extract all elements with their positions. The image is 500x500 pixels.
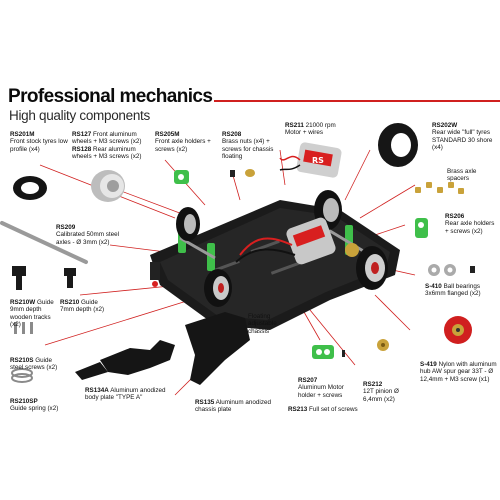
guide-screw-parts bbox=[14, 322, 33, 334]
chassis-plate-part bbox=[185, 312, 250, 385]
label-rs208: RS208 Brass nuts (x4) + screws for chass… bbox=[222, 131, 274, 160]
label-rs207: RS207 Aluminum Motor holder + screws bbox=[298, 377, 344, 399]
brass-nut-parts bbox=[230, 169, 255, 177]
rear-axle-holder-part bbox=[415, 218, 428, 238]
label-rs210: RS210 Guide 7mm depth (x2) bbox=[60, 299, 105, 314]
guide-parts bbox=[12, 266, 76, 290]
label-s410: S-410 Ball bearings 3x6mm flanged (x2) bbox=[425, 283, 481, 298]
front-axle-holder-part bbox=[174, 170, 189, 184]
label-rs213: RS213 Full set of screws bbox=[288, 406, 358, 413]
front-left-wheel bbox=[176, 207, 200, 241]
front-tyre-part bbox=[13, 176, 47, 200]
label-rs135: RS135 Aluminum anodized chassis plate bbox=[195, 399, 271, 414]
motor-holder-part bbox=[312, 345, 345, 359]
label-rs210w: RS210W Guide 9mm depth wooden tracks (x2… bbox=[10, 299, 54, 328]
front-axle bbox=[179, 236, 216, 260]
motor-on-chassis bbox=[235, 217, 359, 265]
motor-can-label: RS bbox=[312, 156, 324, 165]
brass-spacer-parts bbox=[415, 182, 464, 194]
pinion-part bbox=[377, 339, 389, 351]
label-rs206: RS206 Rear axle holders + screws (x2) bbox=[445, 213, 495, 235]
ball-bearing-parts bbox=[428, 264, 475, 276]
motor-part: RS bbox=[279, 142, 342, 178]
page-subtitle: High quality components bbox=[9, 108, 150, 123]
label-s419: S-419 Nylon with aluminum hub AW spur ge… bbox=[420, 361, 497, 383]
label-rs205m: RS205M Front axle holders + screws (x2) bbox=[155, 131, 211, 153]
label-rs210s: RS210S Guide steel screws (x2) bbox=[10, 357, 58, 372]
title-underline bbox=[214, 100, 500, 102]
label-rs210sp: RS210SP Guide spring (x2) bbox=[10, 398, 59, 413]
label-floating-chassis: Floating adjustable chassis bbox=[248, 313, 277, 335]
label-rs211: RS211 21000 rpm Motor + wires bbox=[285, 122, 336, 137]
spur-gear-part bbox=[444, 316, 472, 344]
label-rs127-rs128: RS127 Front aluminum wheels + M3 screws … bbox=[72, 131, 142, 160]
aluminum-wheel-part bbox=[91, 170, 125, 202]
rear-tyre-part bbox=[378, 123, 418, 167]
guide-on-chassis bbox=[150, 262, 160, 287]
steel-axle-part bbox=[0, 221, 88, 264]
label-rs201m: RS201M Front stock tyres low profile (x4… bbox=[10, 131, 68, 153]
label-rs202w: RS202W Rear wide "full" tyres STANDARD 3… bbox=[432, 122, 493, 151]
label-rs134a: RS134A Aluminum anodized body plate "TYP… bbox=[85, 387, 166, 402]
front-right-wheel bbox=[204, 269, 232, 307]
body-plate-part bbox=[75, 340, 175, 380]
label-rs209: RS209 Calibrated 50mm steel axles - Ø 3m… bbox=[56, 224, 119, 246]
label-rs212: RS212 12T pinion Ø 6,4mm (x2) bbox=[363, 381, 399, 403]
label-brass-spacers: Brass axle spacers bbox=[447, 168, 477, 183]
page-title: Professional mechanics bbox=[8, 86, 213, 107]
rear-right-wheel bbox=[356, 246, 388, 290]
guide-spring-part bbox=[11, 368, 33, 383]
